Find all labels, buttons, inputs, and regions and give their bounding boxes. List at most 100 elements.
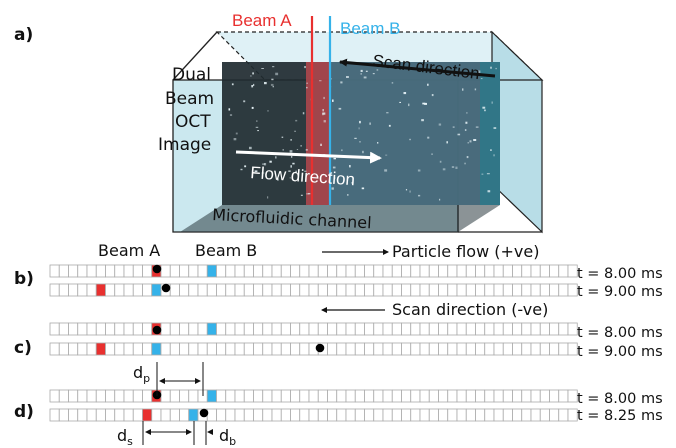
grid-cell [308,408,319,422]
grid-cell [567,322,578,336]
grid-cell [188,342,199,356]
speckle [384,169,388,172]
panel-c-label: c) [14,338,32,358]
grid-cell [364,322,375,336]
grid-cell [549,342,560,356]
grid-row [49,283,578,297]
grid-cell [447,283,458,297]
grid-cell [364,408,375,422]
grid-cell [169,322,180,336]
grid-cell [484,408,495,422]
grid-cell [428,408,439,422]
speckle [486,173,490,175]
grid-cell [95,408,106,422]
beam-b-band [480,62,500,205]
db-label: db [219,426,236,448]
grid-cell [114,389,125,403]
grid-cell [290,322,301,336]
speckle [338,107,342,110]
beam-b-cell [151,283,162,297]
grid-cell [475,389,486,403]
grid-cell [410,264,421,278]
grid-cell [428,283,439,297]
grid-cell [475,264,486,278]
speckle [244,165,247,168]
speckle [408,103,410,107]
grid-cell [391,342,402,356]
grid-cell [142,322,153,336]
grid-cell [447,408,458,422]
grid-cell [105,264,116,278]
grid-row [49,322,578,336]
speckle [477,70,481,73]
speckle [272,85,274,88]
particle-dot [315,343,325,353]
speckle [229,114,233,116]
speckle [467,142,469,144]
grid-cell [438,322,449,336]
grid-cell [373,264,384,278]
grid-cell [179,283,190,297]
grid-cell [280,389,291,403]
grid-cell [142,342,153,356]
grid-cell [253,389,264,403]
grid-cell [484,342,495,356]
grid-cell [465,389,476,403]
grid-cell [558,322,569,336]
grid-cell [86,389,97,403]
grid-cell [549,264,560,278]
grid-cell [169,264,180,278]
grid-cell [243,408,254,422]
grid-cell [280,264,291,278]
grid-cell [317,264,328,278]
grid-cell [132,408,143,422]
grid-cell [142,283,153,297]
speckle [262,163,265,165]
time-label: t = 9.00 ms [577,344,663,360]
grid-cell [58,342,69,356]
grid-cell [160,389,171,403]
speckle [409,138,411,141]
grid-cell [243,264,254,278]
speckle [442,168,446,171]
beam-a-cell [95,342,106,356]
grid-cell [95,264,106,278]
speckle [341,149,343,152]
grid-cell [345,283,356,297]
grid-cell [558,283,569,297]
grid-cell [179,408,190,422]
grid-cell [382,283,393,297]
speckle [399,101,401,103]
flow-direction-arrow [235,150,382,164]
speckle [452,126,455,128]
grid-cell [373,408,384,422]
grid-cell [216,322,227,336]
speckle [305,149,308,151]
speckle [332,166,336,169]
grid-cell [530,322,541,336]
grid-cell [484,264,495,278]
time-label: t = 8.00 ms [577,266,663,282]
speckle [334,177,336,179]
header-beam-b: Beam B [195,241,257,260]
grid-cell [373,389,384,403]
speckle [346,76,349,78]
speckle [349,165,351,168]
grid-cell [567,283,578,297]
speckle [464,129,467,131]
grid-cell [419,389,430,403]
grid-cell [373,322,384,336]
grid-cell [317,408,328,422]
grid-cell [197,342,208,356]
grid-cell [77,389,88,403]
grid-cell [419,283,430,297]
grid-cell [354,408,365,422]
grid-cell [567,389,578,403]
grid-cell [345,264,356,278]
speckle [304,66,306,69]
speckle [267,196,269,199]
grid-cell [438,283,449,297]
speckle [417,169,421,172]
grid-cell [253,342,264,356]
grid-cell [327,283,338,297]
